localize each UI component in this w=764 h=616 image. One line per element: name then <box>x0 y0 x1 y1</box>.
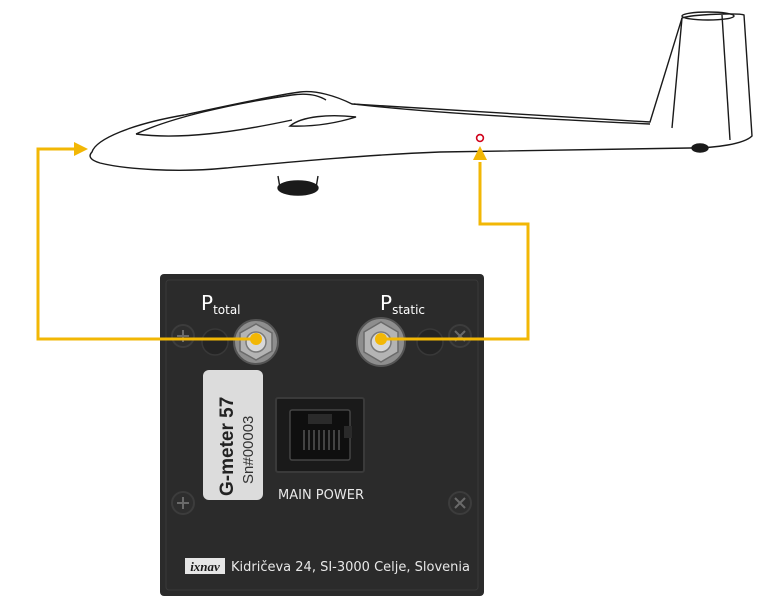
pstatic-label: Pstatic <box>380 291 425 317</box>
glider-main-wheel <box>277 175 319 196</box>
svg-text:ixnav: ixnav <box>190 559 220 574</box>
main-power-connector <box>275 397 365 473</box>
pstatic-tube <box>381 162 530 341</box>
glider-fin-front <box>671 17 683 129</box>
arrow-to-nose-icon <box>74 142 88 156</box>
brand-logo: ixnav <box>185 558 225 574</box>
sticker-title: G-meter 57 <box>217 397 238 496</box>
screw-icon <box>448 324 472 348</box>
glider-wing-root <box>288 115 357 127</box>
screw-icon <box>448 491 472 515</box>
main-power-label: MAIN POWER <box>278 488 364 503</box>
pstatic-tube-end <box>375 333 387 345</box>
glider-illustration <box>89 11 753 196</box>
glider-canopy <box>135 93 327 135</box>
mounting-hole <box>201 328 229 356</box>
screw-icon <box>171 491 195 515</box>
ptotal-tube <box>36 147 256 341</box>
mounting-hole <box>416 328 444 356</box>
ptotal-label: Ptotal <box>201 291 241 317</box>
glider-tail-wheel <box>691 143 709 153</box>
glider-canopy-frame <box>135 119 293 137</box>
instrument-box: Ptotal Pstatic G-meter 57 Sn#00003 MAIN … <box>160 274 484 596</box>
sticker-serial: Sn#00003 <box>240 416 257 484</box>
screw-icon <box>171 324 195 348</box>
ptotal-tube-end <box>250 333 262 345</box>
glider-fuselage <box>89 13 753 171</box>
pressure-tubes <box>36 147 530 341</box>
manufacturer-address: Kidričeva 24, SI-3000 Celje, Slovenia <box>231 560 470 575</box>
glider-panel-line <box>353 103 651 125</box>
arrow-to-static-port-icon <box>473 146 487 160</box>
glider-fin-top <box>681 11 735 21</box>
static-port-marker <box>475 133 485 143</box>
glider-rudder-line <box>721 14 731 141</box>
device-sticker: G-meter 57 Sn#00003 <box>203 370 263 500</box>
